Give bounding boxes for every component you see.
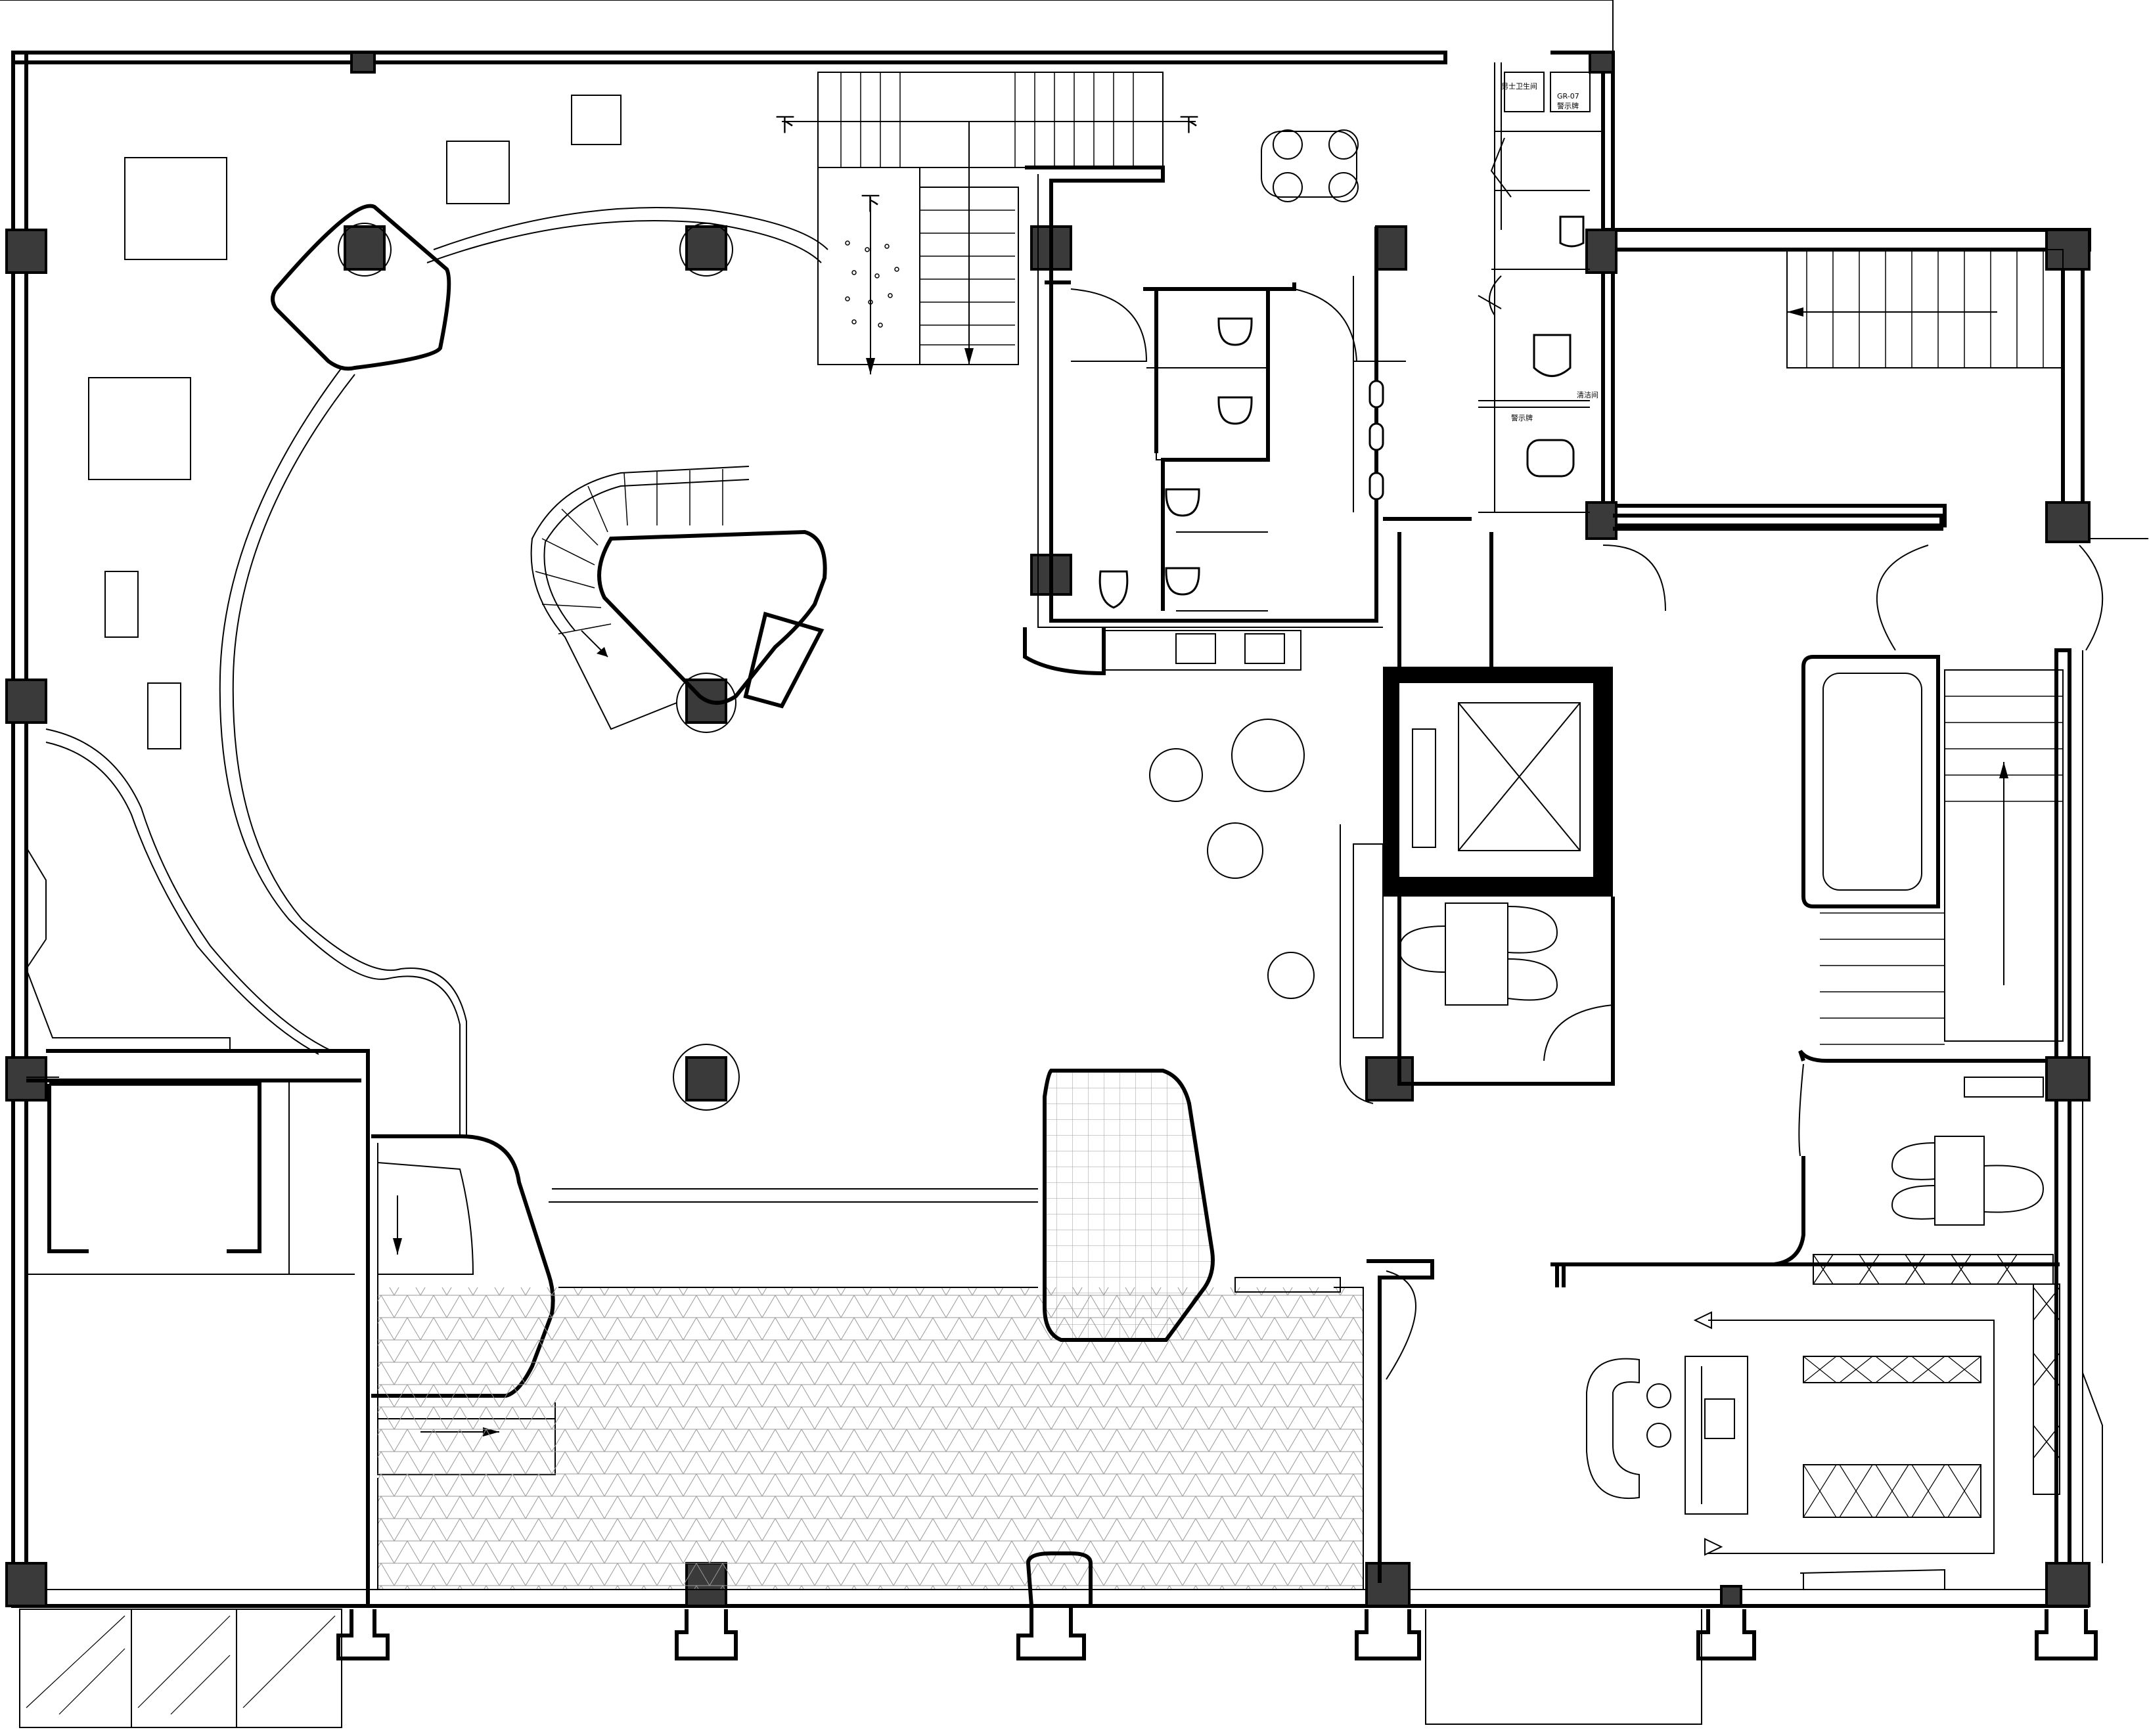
restroom-block bbox=[1023, 129, 1406, 676]
elevator-core bbox=[1340, 517, 1615, 1104]
column bbox=[685, 1056, 727, 1102]
column bbox=[2045, 501, 2091, 543]
toilet-icons bbox=[1098, 317, 1384, 609]
retail-area bbox=[1550, 1077, 2103, 1590]
restroom-sign: 男士卫生间 bbox=[1501, 81, 1537, 91]
column bbox=[1365, 1562, 1411, 1607]
facade-piers bbox=[336, 1551, 2098, 1725]
restroom-sign: 警示牌 bbox=[1557, 101, 1579, 110]
column bbox=[350, 51, 376, 74]
stair-down-label: 下 bbox=[861, 192, 880, 215]
restroom-tag: 警示牌 bbox=[1511, 413, 1533, 422]
column bbox=[1585, 229, 1617, 274]
column bbox=[344, 225, 386, 271]
curved-gallery-wall bbox=[45, 204, 828, 1136]
round-tables bbox=[1149, 719, 1315, 999]
sink-cluster bbox=[1261, 129, 1359, 202]
stair-down-label: 下 bbox=[1179, 114, 1199, 137]
stair-down-label: 下 bbox=[775, 114, 795, 137]
column bbox=[5, 229, 47, 274]
left-lower-rooms bbox=[19, 847, 370, 1728]
column bbox=[1720, 1585, 1742, 1607]
restroom-tag: 清洁间 bbox=[1577, 391, 1598, 399]
right-staircase bbox=[1613, 249, 2064, 1063]
restroom-sign: GR-07 bbox=[1557, 92, 1579, 100]
display-plinths bbox=[88, 95, 622, 749]
column bbox=[2045, 1056, 2091, 1102]
column bbox=[1375, 225, 1407, 271]
terrace bbox=[371, 1069, 1434, 1590]
spiral-staircase bbox=[530, 466, 827, 730]
column bbox=[1589, 51, 1614, 74]
column bbox=[1365, 1056, 1414, 1102]
top-staircase: 下 下 下 bbox=[775, 72, 1199, 374]
column bbox=[2045, 1562, 2091, 1607]
column bbox=[685, 225, 727, 271]
column bbox=[1585, 501, 1617, 540]
column bbox=[5, 679, 47, 724]
column bbox=[5, 1562, 47, 1607]
wc-block: 男士卫生间 GR-07 警示牌 清洁间 警示牌 bbox=[1478, 62, 1603, 513]
